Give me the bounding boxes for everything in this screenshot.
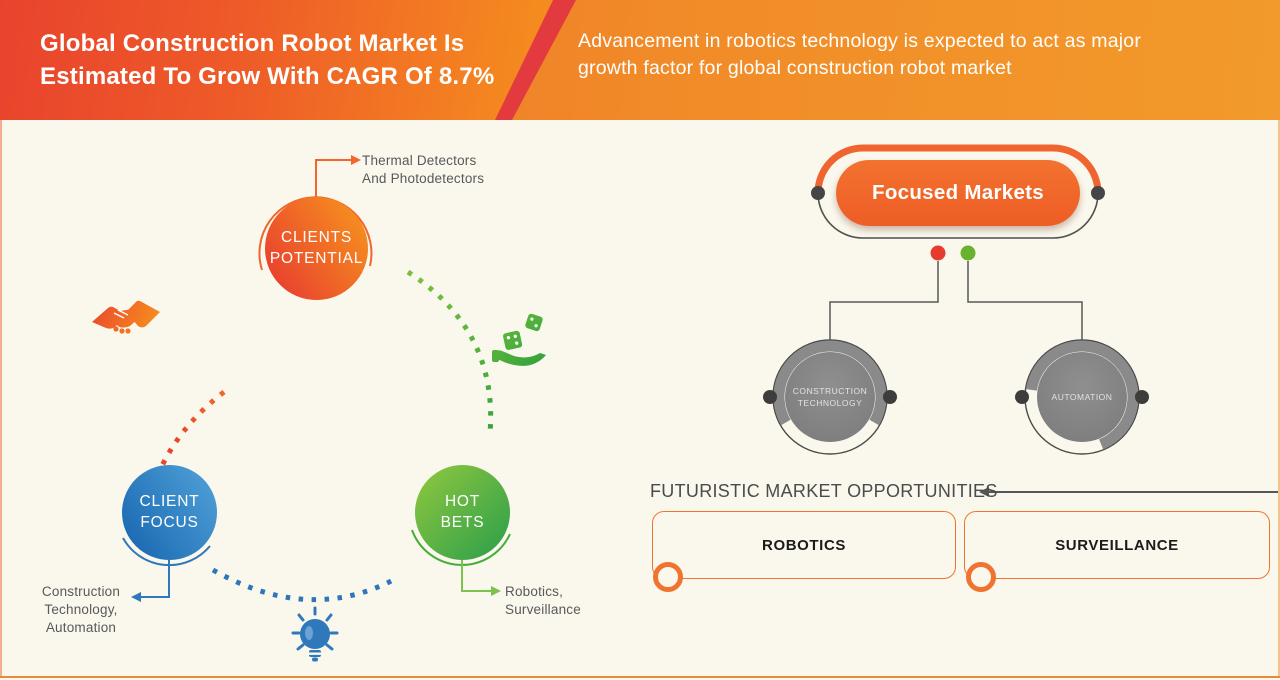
node-client-focus: CLIENT FOCUS bbox=[122, 465, 217, 560]
dotted-arc-blue bbox=[211, 567, 399, 603]
node-hot-bets: HOT BETS bbox=[415, 465, 510, 560]
frame-left-line bbox=[0, 120, 2, 678]
dice-in-hand-icon bbox=[492, 313, 546, 366]
stem-construction-technology bbox=[829, 261, 939, 340]
connector-client-focus bbox=[141, 560, 170, 598]
focused-markets-connectors-svg bbox=[763, 144, 1280, 497]
branch-thick-arc-right bbox=[1026, 340, 1139, 450]
focused-markets-top-arc bbox=[814, 144, 1102, 194]
connector-hot-bets bbox=[461, 560, 491, 592]
outline-dot-right bbox=[1091, 186, 1105, 200]
opportunities-arrowhead bbox=[979, 487, 989, 497]
branch-construction-technology: CONSTRUCTION TECHNOLOGY bbox=[785, 352, 875, 442]
handshake-icon bbox=[92, 300, 160, 334]
header-left-panel bbox=[0, 0, 553, 120]
node-accent-arc-green bbox=[411, 529, 511, 566]
surveillance-label: SURVEILLANCE bbox=[1055, 536, 1179, 554]
opportunities-title: FUTURISTIC MARKET OPPORTUNITIES bbox=[650, 481, 998, 501]
node-accent-arc-blue bbox=[122, 537, 211, 567]
robotics-label: ROBOTICS bbox=[762, 536, 846, 554]
connector-clients-potential bbox=[315, 159, 351, 199]
stem-automation bbox=[967, 261, 1083, 340]
frame-right-line bbox=[1278, 120, 1280, 678]
robotics-box: ROBOTICS bbox=[652, 511, 956, 579]
legend-dot-red bbox=[930, 245, 946, 261]
header-band: Global Construction Robot Market Is Esti… bbox=[0, 0, 1280, 120]
branch-thick-arc-left bbox=[773, 340, 887, 426]
page-title: Global Construction Robot Market Is Esti… bbox=[40, 30, 495, 91]
surveillance-box: SURVEILLANCE bbox=[964, 511, 1270, 579]
focused-markets-label: Focused Markets bbox=[872, 181, 1044, 204]
node-clients-potential: CLIENTS POTENTIAL bbox=[265, 197, 368, 300]
frame-bottom-line bbox=[0, 676, 1280, 678]
branch-dot-left-a bbox=[763, 390, 777, 404]
corner-ring-icon bbox=[966, 562, 996, 592]
legend-dot-green bbox=[960, 245, 976, 261]
branch-automation: AUTOMATION bbox=[1037, 352, 1127, 442]
corner-ring-icon bbox=[653, 562, 683, 592]
lightbulb-icon bbox=[291, 606, 339, 662]
branch-dot-right-b bbox=[1135, 390, 1149, 404]
arrowhead-hot-bets bbox=[491, 586, 501, 596]
outline-dot-left bbox=[811, 186, 825, 200]
annotation-clients-potential: Thermal Detectors And Photodetectors bbox=[362, 153, 485, 186]
arrowhead-client-focus bbox=[131, 592, 141, 602]
dotted-arc-green bbox=[406, 269, 494, 434]
page-subtitle: Advancement in robotics technology is ex… bbox=[578, 30, 1142, 80]
branch-dot-left-b bbox=[883, 390, 897, 404]
branch-dot-right-a bbox=[1015, 390, 1029, 404]
focused-markets-pill: Focused Markets bbox=[836, 160, 1080, 226]
annotation-client-focus: Construction Technology, Automation bbox=[41, 584, 121, 635]
arrowhead-clients-potential bbox=[351, 155, 361, 165]
annotation-hot-bets: Robotics, Surveillance bbox=[505, 584, 581, 617]
